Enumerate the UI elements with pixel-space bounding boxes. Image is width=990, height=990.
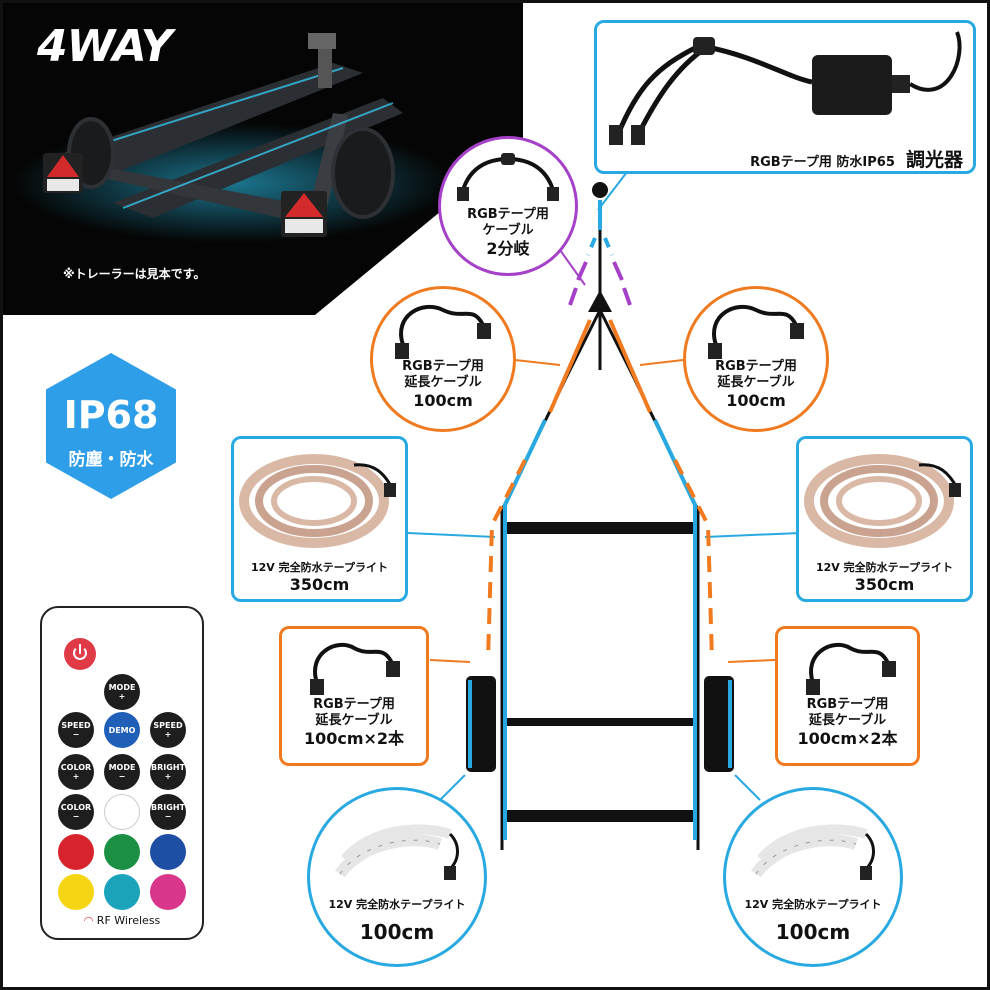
demo-button[interactable]: DEMO [104, 712, 140, 748]
dimmer-callout: RGBテープ用 防水IP65 調光器 [594, 20, 976, 174]
tape-reel-image [804, 454, 961, 548]
crossbar-1 [502, 522, 698, 534]
bright-up-button[interactable]: BRIGHT + [150, 754, 186, 790]
ext-low-right-callout: RGBテープ用 延長ケーブル 100cm×2本 [775, 626, 920, 766]
ext-low-left-l2: 延長ケーブル [315, 713, 393, 728]
tape-strip-image [335, 824, 459, 880]
led-lines [468, 200, 732, 840]
ext-top-right-l2: 延長ケーブル [717, 375, 795, 390]
splitter-image [457, 153, 559, 201]
tape-bot-right-callout: 12V 完全防水テープライト 100cm [723, 787, 903, 967]
color-red-button[interactable] [58, 834, 94, 870]
cable-image [310, 642, 400, 695]
tape-bot-left-l2: 100cm [359, 920, 435, 944]
tape-bot-right-l1: 12V 完全防水テープライト [744, 898, 882, 911]
color-down-button[interactable]: COLOR − [58, 794, 94, 830]
wifi-icon: ◠ [83, 914, 94, 927]
hero-note: ※トレーラーは見本です。 [63, 267, 206, 281]
cable-image [395, 304, 491, 359]
tape-bot-left-callout: 12V 完全防水テープライト 100cm [307, 787, 487, 967]
ext-low-left-callout: RGBテープ用 延長ケーブル 100cm×2本 [279, 626, 429, 766]
color-green-button[interactable] [104, 834, 140, 870]
mode-down-button[interactable]: MODE − [104, 754, 140, 790]
splitter-l3: 2分岐 [486, 239, 530, 258]
callout-lines [407, 167, 801, 801]
ext-low-right-l1: RGBテープ用 [806, 697, 889, 712]
hexagon-icon [46, 353, 176, 499]
rf-wireless-text: RF Wireless [96, 914, 161, 927]
tape-mid-left-callout: 12V 完全防水テープライト 350cm [231, 436, 408, 602]
ip68-badge: IP68 防塵・防水 [46, 353, 176, 499]
cable-image [806, 642, 896, 695]
ext-low-right-l3: 100cm×2本 [797, 729, 898, 748]
left-wheel [466, 676, 496, 772]
extension-lines [486, 319, 714, 661]
color-cyan-button[interactable] [104, 874, 140, 910]
ext-low-left-l3: 100cm×2本 [303, 729, 405, 748]
splitter-l1: RGBテープ用 [467, 207, 549, 222]
mode-up-button[interactable]: MODE + [104, 674, 140, 710]
tape-mid-right-l1: 12V 完全防水テープライト [816, 561, 953, 574]
speed-down-button[interactable]: SPEED − [58, 712, 94, 748]
rf-remote: MODE + SPEED − DEMO SPEED + COLOR + MODE… [40, 606, 204, 940]
ext-top-left-callout: RGBテープ用 延長ケーブル 100cm [370, 286, 516, 432]
tape-mid-left-l2: 350cm [289, 575, 350, 594]
color-yellow-button[interactable] [58, 874, 94, 910]
dimmer-image [609, 31, 962, 145]
splitter-l2: ケーブル [482, 223, 534, 238]
rf-wireless-label: ◠ RF Wireless [42, 914, 202, 927]
speed-up-button[interactable]: SPEED + [150, 712, 186, 748]
ext-low-right-l2: 延長ケーブル [808, 713, 887, 728]
tape-mid-right-l2: 350cm [854, 575, 915, 594]
cable-image [708, 304, 804, 359]
dimmer-label-b: 調光器 [905, 149, 963, 171]
tape-bot-right-l2: 100cm [775, 920, 851, 944]
hero-title: 4WAY [37, 21, 172, 72]
tape-mid-right-callout: 12V 完全防水テープライト 350cm [796, 436, 973, 602]
color-white-button[interactable] [104, 794, 140, 830]
dimmer-node [592, 182, 608, 198]
splitter-lines [568, 261, 632, 306]
ext-low-left-l1: RGBテープ用 [313, 697, 395, 712]
power-button[interactable] [64, 638, 96, 670]
tape-mid-left-l1: 12V 完全防水テープライト [251, 561, 388, 574]
ip-rating: IP68 [63, 393, 159, 437]
color-blue-button[interactable] [150, 834, 186, 870]
crossbar-3 [502, 810, 698, 822]
ext-top-left-l3: 100cm [413, 391, 473, 410]
tape-bot-left-l1: 12V 完全防水テープライト [328, 898, 466, 911]
crossbar-2 [502, 718, 698, 726]
ext-top-left-l1: RGBテープ用 [402, 359, 484, 374]
ext-top-right-l3: 100cm [726, 391, 786, 410]
ext-top-left-l2: 延長ケーブル [404, 375, 482, 390]
dimmer-label-a: RGBテープ用 防水IP65 [750, 155, 895, 170]
tape-reel-image [239, 454, 396, 548]
hitch [588, 290, 612, 312]
ext-top-right-callout: RGBテープ用 延長ケーブル 100cm [683, 286, 829, 432]
trailer-illustration [13, 33, 453, 243]
ip-desc: 防塵・防水 [68, 450, 154, 470]
color-up-button[interactable]: COLOR + [58, 754, 94, 790]
tape-strip-image [751, 824, 875, 880]
color-pink-button[interactable] [150, 874, 186, 910]
splitter-callout: RGBテープ用 ケーブル 2分岐 [438, 136, 578, 276]
right-wheel [704, 676, 734, 772]
ext-top-right-l1: RGBテープ用 [715, 359, 797, 374]
bright-down-button[interactable]: BRIGHT − [150, 794, 186, 830]
